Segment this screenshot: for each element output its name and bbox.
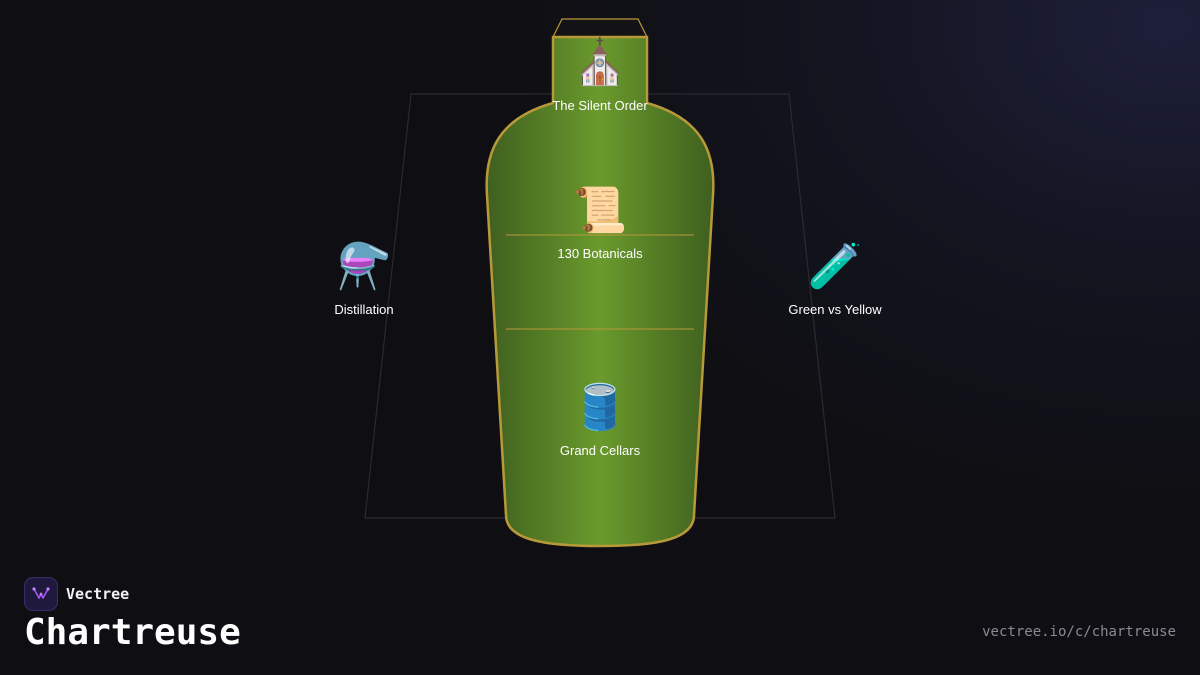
node-distillation[interactable]: ⚗️ Distillation bbox=[254, 241, 474, 319]
node-silent-order[interactable]: ⛪ The Silent Order bbox=[490, 37, 710, 115]
node-label: The Silent Order bbox=[552, 98, 648, 113]
node-label: Grand Cellars bbox=[559, 443, 641, 458]
church-icon: ⛪ bbox=[572, 37, 628, 88]
node-label: Green vs Yellow bbox=[788, 302, 882, 317]
bottle-body bbox=[485, 35, 715, 548]
node-grand-cellars[interactable]: 🛢️ Grand Cellars bbox=[490, 382, 710, 460]
bottle-cap bbox=[552, 18, 648, 38]
backdrop-panel bbox=[364, 93, 836, 519]
node-label: 130 Botanicals bbox=[557, 246, 643, 261]
node-botanicals[interactable]: 📜 130 Botanicals bbox=[490, 185, 710, 263]
source-url[interactable]: vectree.io/c/chartreuse bbox=[982, 624, 1176, 640]
scroll-icon: 📜 bbox=[572, 185, 628, 236]
brand[interactable]: Vectree bbox=[24, 577, 129, 611]
flask-icon: ⚗️ bbox=[336, 241, 392, 292]
node-label: Distillation bbox=[334, 302, 394, 317]
brand-name: Vectree bbox=[66, 585, 130, 603]
node-green-vs-yellow[interactable]: 🧪 Green vs Yellow bbox=[725, 241, 945, 319]
barrel-icon: 🛢️ bbox=[572, 382, 628, 433]
test-tube-icon: 🧪 bbox=[807, 241, 863, 292]
page-title: Chartreuse bbox=[24, 612, 241, 653]
vectree-logo-icon bbox=[24, 577, 58, 611]
